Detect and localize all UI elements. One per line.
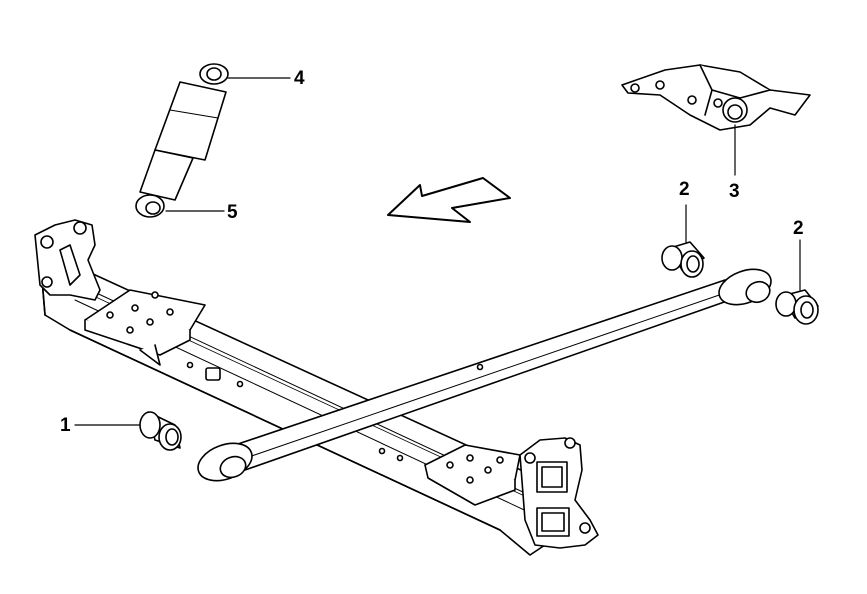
- right-spring-bracket: [519, 437, 599, 549]
- callout-number-2-left: 2: [679, 179, 690, 200]
- bush-part-2-left: [661, 241, 705, 278]
- callout-number-4: 4: [294, 68, 305, 89]
- spring-shackle-bracket-part-3: [621, 64, 811, 131]
- bush-part-2-right: [775, 289, 819, 325]
- shock-absorber: [135, 63, 229, 218]
- callout-number-5: 5: [227, 202, 238, 223]
- left-spring-bracket: [34, 219, 101, 301]
- callout-number-3: 3: [729, 181, 740, 202]
- left-spring-pad: [84, 289, 206, 366]
- callout-number-2-right: 2: [793, 218, 804, 239]
- leaf-spring: [197, 268, 772, 482]
- callout-number-1: 1: [60, 415, 71, 436]
- direction-arrow: [387, 177, 511, 223]
- right-spring-pad: [424, 444, 521, 506]
- bush-part-1: [139, 411, 182, 451]
